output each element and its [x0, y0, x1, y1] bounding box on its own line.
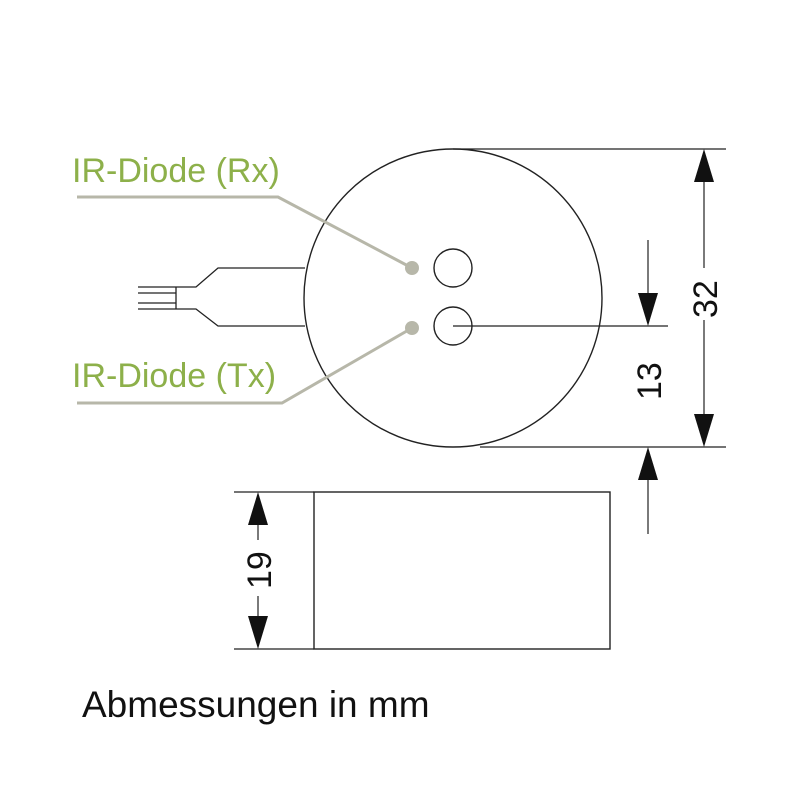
- diameter-value: 32: [687, 280, 725, 318]
- dimensions-caption: Abmessungen in mm: [82, 684, 430, 725]
- tx-leader-line: [77, 326, 413, 405]
- diameter-dimension: [453, 148, 726, 448]
- cable: [138, 267, 305, 327]
- rx-diode-window: [433, 248, 473, 288]
- rx-leader-dot: [405, 261, 419, 275]
- offset-dimension: [453, 240, 668, 534]
- tx-label: IR-Diode (Tx): [72, 357, 276, 395]
- rx-leader-line: [77, 195, 413, 270]
- rx-label: IR-Diode (Rx): [72, 152, 280, 190]
- sensor-body-top-view: [303, 148, 603, 448]
- sensor-body-side-view: [313, 491, 611, 650]
- offset-value: 13: [631, 362, 669, 400]
- height-dimension: [234, 491, 314, 650]
- height-value: 19: [241, 551, 279, 589]
- tx-leader-dot: [405, 321, 419, 335]
